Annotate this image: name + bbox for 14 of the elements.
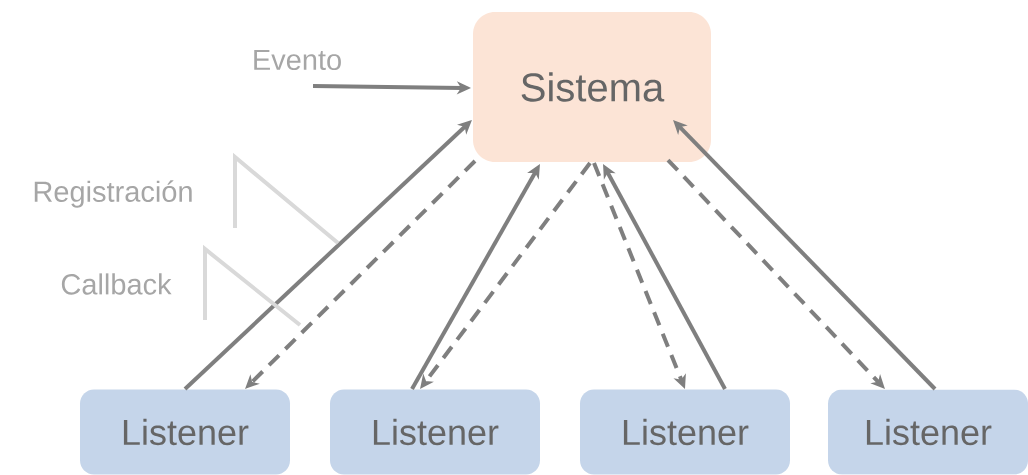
- label-text: Evento: [254, 49, 341, 71]
- arrow: [245, 159, 477, 389]
- listener-box: Listener: [828, 389, 1028, 475]
- arrow: [183, 120, 472, 391]
- system-box: Sistema: [473, 12, 711, 162]
- listener-box: Listener: [580, 389, 790, 475]
- arrow: [666, 158, 885, 389]
- arrow: [673, 120, 937, 391]
- label-text: Callback: [61, 273, 172, 295]
- leader-line: [203, 244, 302, 327]
- listener-box: Listener: [80, 389, 290, 475]
- leader-line: [233, 152, 340, 245]
- label-text: Registración: [34, 180, 192, 208]
- listener-box: Listener: [330, 389, 540, 475]
